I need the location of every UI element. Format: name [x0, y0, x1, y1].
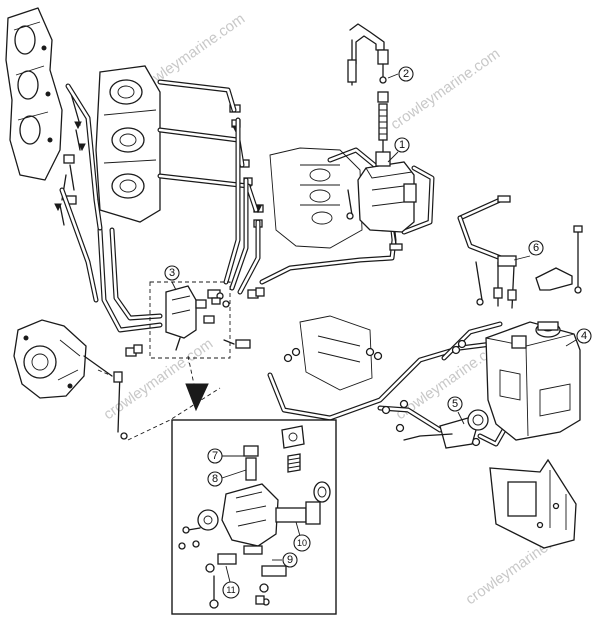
callout-7-circle	[207, 448, 223, 464]
oil-pump-area	[149, 281, 251, 359]
callout-9-label: 9	[287, 554, 293, 566]
callout-6-label: 6	[533, 242, 539, 254]
vent-hose-assembly	[457, 195, 583, 309]
oil-tank-4	[485, 321, 581, 549]
oil-hoses	[59, 79, 507, 447]
callout-5: 5	[447, 396, 463, 412]
callout-10-label: 10	[297, 538, 307, 548]
callout-8: 8	[207, 471, 223, 487]
detail-inset	[171, 355, 337, 615]
callout-11-circle	[222, 581, 240, 599]
callout-5-circle	[447, 396, 463, 412]
callout-9-circle	[282, 552, 298, 568]
oil-tank-1	[346, 151, 417, 251]
intake-gasket-stack	[5, 7, 63, 181]
callout-1-label: 1	[399, 139, 405, 151]
callout-4-circle	[576, 328, 592, 344]
hose-clamps	[125, 287, 481, 447]
callout-7: 7	[207, 448, 223, 464]
callout-6: 6	[528, 240, 544, 256]
carburetor-block	[95, 65, 161, 223]
callout-5-label: 5	[452, 398, 458, 410]
callout-8-label: 8	[212, 473, 218, 485]
engine-block-outline	[269, 147, 373, 391]
watermark-2: crowleymarine.com	[388, 45, 504, 133]
lower-left-cover	[13, 319, 221, 441]
callout-4-label: 4	[581, 330, 587, 342]
oil-filler-assembly	[347, 23, 389, 153]
callout-10: 10	[293, 534, 311, 552]
callout-11: 11	[222, 581, 240, 599]
callout-7-label: 7	[212, 450, 218, 462]
callout-2-circle	[398, 66, 414, 82]
callout-leaders	[171, 73, 577, 583]
callout-2-label: 2	[403, 68, 409, 80]
callout-1-circle	[394, 137, 410, 153]
callout-8-circle	[207, 471, 223, 487]
callout-3-label: 3	[169, 267, 175, 279]
callout-4: 4	[576, 328, 592, 344]
callout-2: 2	[398, 66, 414, 82]
callout-1: 1	[394, 137, 410, 153]
callout-9: 9	[282, 552, 298, 568]
oil-feed-pump	[403, 409, 489, 449]
callout-6-circle	[528, 240, 544, 256]
callout-10-circle	[293, 534, 311, 552]
callout-11-label: 11	[226, 585, 235, 595]
callout-3: 3	[164, 265, 180, 281]
callout-3-circle	[164, 265, 180, 281]
